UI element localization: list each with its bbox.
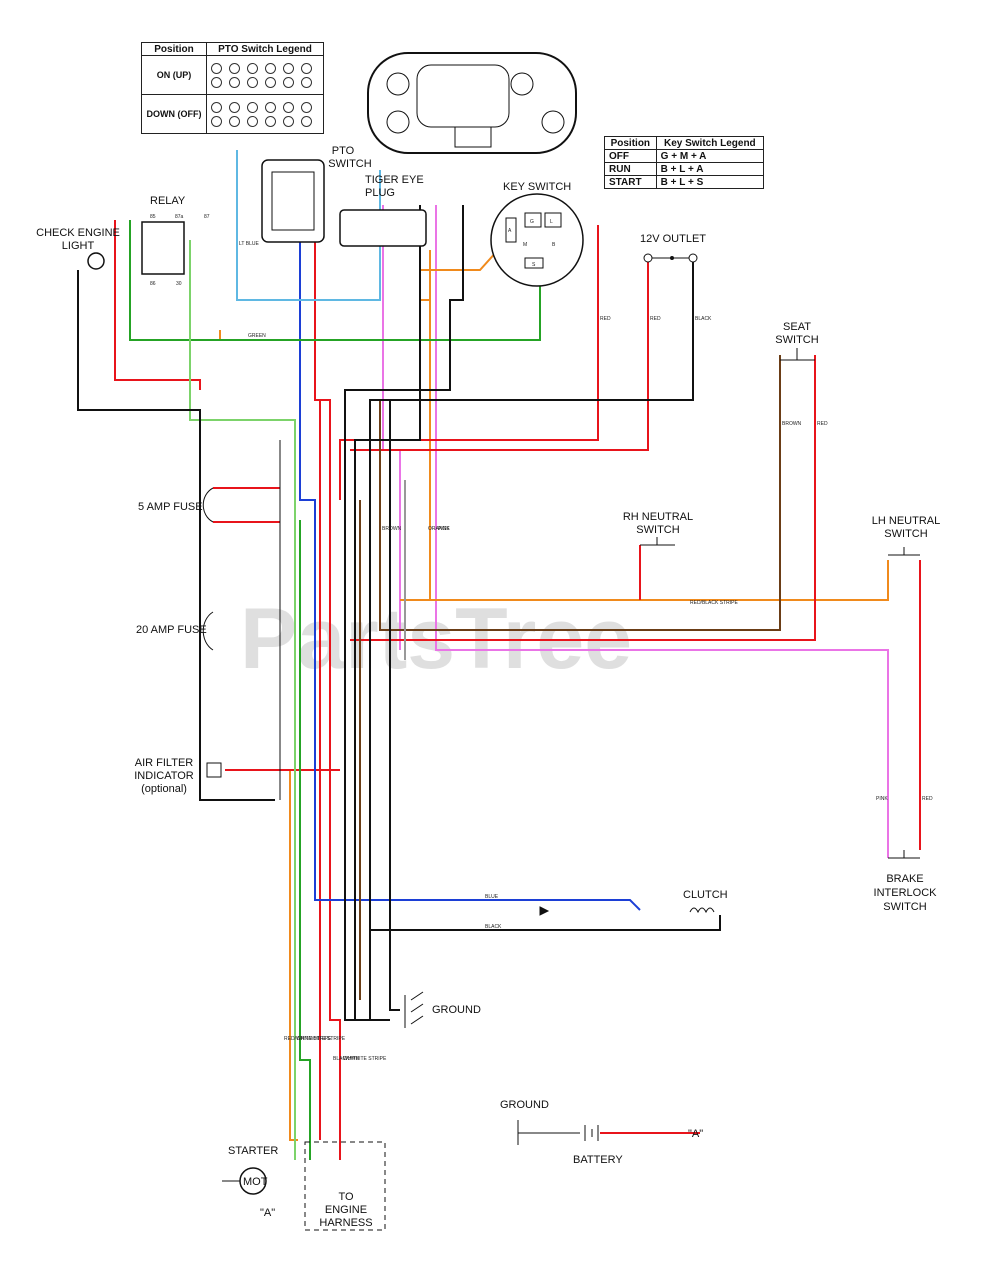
starter-motor (222, 1167, 267, 1195)
wire-label-red-b: RED (650, 316, 661, 322)
wire-label-black-a: BLACK (695, 316, 712, 322)
ground-main-label: GROUND (432, 1004, 481, 1016)
key-switch-label: KEY SWITCH (503, 181, 571, 193)
clutch-coil (539, 906, 715, 916)
ground-battery-label: GROUND (500, 1099, 549, 1111)
rh-neutral-symbol (640, 537, 675, 546)
wire-label-red-a: RED (600, 316, 611, 322)
key-terminal-g: G (530, 219, 534, 225)
fuse-20-amp-symbol (202, 611, 214, 651)
pto-legend-pins-on (206, 55, 324, 95)
key-legend-pos-start: START (604, 175, 657, 189)
wire-bundle (77, 150, 921, 1160)
relay-terminal-87a: 87a (175, 214, 184, 220)
wire-label-orange: ORANGE (428, 526, 450, 532)
outlet-12v-terminals (643, 253, 698, 263)
wire-label-red-c: RED (817, 421, 828, 427)
key-terminal-b: B (552, 242, 556, 248)
starter-label: STARTER (228, 1145, 278, 1157)
wire-label-white: WHITE (343, 1056, 360, 1062)
key-terminal-l: L (550, 219, 553, 225)
wire-label-brown-a: BROWN (782, 421, 802, 427)
key-legend-val-off: G + M + A (655, 149, 765, 163)
lh-neutral-symbol (888, 547, 920, 556)
relay-terminal-86: 86 (150, 281, 156, 287)
relay-label: RELAY (150, 195, 186, 207)
wire-label-red-black: RED/BLACK STRIPE (690, 600, 738, 606)
battery-symbol (517, 1120, 599, 1145)
relay-terminal-30: 30 (176, 281, 182, 287)
starter-motor-label: MOT (243, 1176, 268, 1188)
wire-label-lt-blue: LT BLUE (239, 241, 259, 247)
relay-terminal-85: 85 (150, 214, 156, 220)
fuse-5-amp-label: 5 AMP FUSE (138, 501, 203, 513)
pto-legend-row-on: ON (UP) (141, 55, 207, 95)
wire-label-blue: BLUE (485, 894, 499, 900)
fuse-20-amp-label: 20 AMP FUSE (136, 624, 207, 636)
key-terminal-s: S (532, 262, 536, 268)
point-a-battery-label: "A" (688, 1128, 703, 1140)
check-engine-lamp (87, 252, 105, 270)
pto-legend-header-title: PTO Switch Legend (206, 42, 324, 56)
outlet-12v-label: 12V OUTLET (640, 233, 706, 245)
key-switch-body (490, 193, 584, 287)
key-legend-header-position: Position (604, 136, 657, 150)
wire-label-grn-white: GRN/WHITE STRIPE (297, 1036, 346, 1042)
wire-label-brown-b: BROWN (382, 526, 402, 532)
tiger-eye-display (367, 52, 577, 154)
key-legend-header-title: Key Switch Legend (655, 136, 765, 150)
wire-label-black-b: BLACK (485, 924, 502, 930)
clutch-label: CLUTCH (683, 889, 728, 901)
key-terminal-m: M (523, 242, 527, 248)
pto-switch-legend: Position PTO Switch Legend ON (UP) DOWN … (141, 42, 324, 134)
key-legend-val-start: B + L + S (655, 175, 765, 189)
ground-symbol-main (404, 991, 424, 1028)
pto-legend-header-position: Position (141, 42, 207, 56)
relay-terminal-87: 87 (204, 214, 210, 220)
engine-harness-box (304, 1141, 386, 1231)
wire-label-pink-a: PINK (876, 796, 888, 802)
pto-legend-row-off: DOWN (OFF) (141, 94, 207, 134)
key-legend-val-run: B + L + A (655, 162, 765, 176)
tiger-eye-connector (339, 209, 427, 247)
key-legend-pos-off: OFF (604, 149, 657, 163)
relay-box (141, 221, 185, 275)
wire-label-red-d: RED (922, 796, 933, 802)
wire-label-red-white: RED/WHITE STRIPE (284, 1036, 332, 1042)
battery-label: BATTERY (573, 1154, 623, 1166)
point-a-starter-label: "A" (260, 1207, 275, 1219)
key-switch-legend: Position Key Switch Legend OFF G + M + A… (604, 136, 765, 189)
air-filter-symbol (206, 762, 222, 778)
wire-label-pink-b: PINK (438, 526, 450, 532)
key-legend-pos-run: RUN (604, 162, 657, 176)
pto-switch-connector (261, 159, 325, 243)
brake-interlock-symbol (888, 850, 920, 859)
wire-label-black-white: BLACK/WHITE STRIPE (333, 1056, 387, 1062)
key-terminal-a: A (508, 228, 512, 234)
wire-label-green: GREEN (248, 333, 266, 339)
seat-switch-symbol (780, 348, 815, 361)
fuse-5-amp-symbol (202, 487, 214, 523)
pto-legend-pins-off (206, 94, 324, 134)
